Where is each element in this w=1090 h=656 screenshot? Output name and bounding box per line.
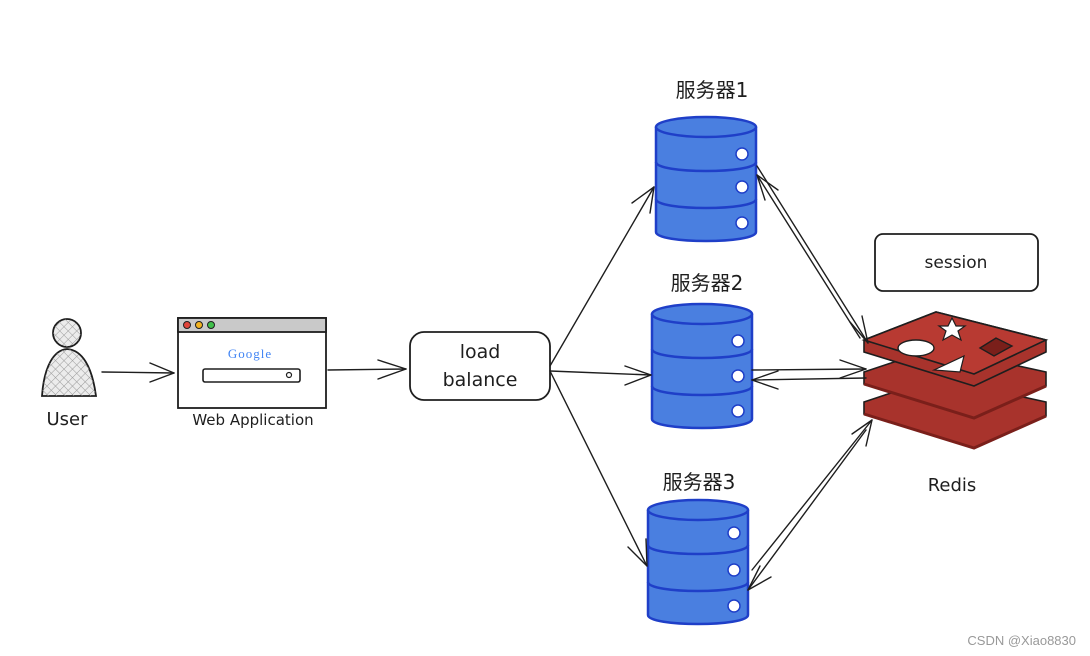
database-stack-icon (654, 115, 758, 243)
session-node: session (874, 233, 1039, 292)
arrow-webapp-to-loadbalance (327, 359, 407, 380)
arrow-user-to-webapp (101, 362, 175, 383)
server-node-2: 服务器2 (650, 271, 754, 430)
database-stack-icon (646, 498, 750, 626)
redis-label: Redis (928, 475, 977, 496)
watermark-text: CSDN @Xiao8830 (967, 633, 1076, 648)
server-3-label: 服务器3 (663, 470, 736, 494)
load-balancer-label-line2: balance (443, 369, 518, 391)
server-node-3: 服务器3 (646, 470, 750, 626)
arrow-loadbalance-to-server2 (549, 365, 652, 386)
arrow-server3-redis (747, 419, 873, 591)
server-2-label: 服务器2 (671, 271, 744, 295)
google-logo: Google (228, 346, 272, 361)
arrow-loadbalance-to-server3 (549, 370, 648, 567)
session-label: session (925, 253, 988, 273)
web-application-label: Web Application (192, 411, 313, 429)
web-application-node: Google Web Application (177, 317, 327, 429)
arrow-server1-redis (756, 165, 869, 344)
redis-node: Redis (861, 311, 1049, 496)
user-label: User (46, 409, 88, 430)
load-balancer-label-line1: load (460, 341, 501, 363)
server-1-label: 服务器1 (676, 78, 749, 102)
database-stack-icon (650, 302, 754, 430)
server-node-1: 服务器1 (654, 78, 758, 243)
user-node: User (41, 318, 98, 430)
browser-window-icon: Google (177, 317, 327, 409)
person-icon (41, 318, 98, 397)
arrow-loadbalance-to-server1 (549, 186, 655, 367)
arrow-server2-redis (751, 359, 867, 390)
connection-arrows (101, 165, 873, 591)
load-balancer-node: load balance (409, 331, 551, 401)
redis-logo-icon (861, 311, 1049, 450)
